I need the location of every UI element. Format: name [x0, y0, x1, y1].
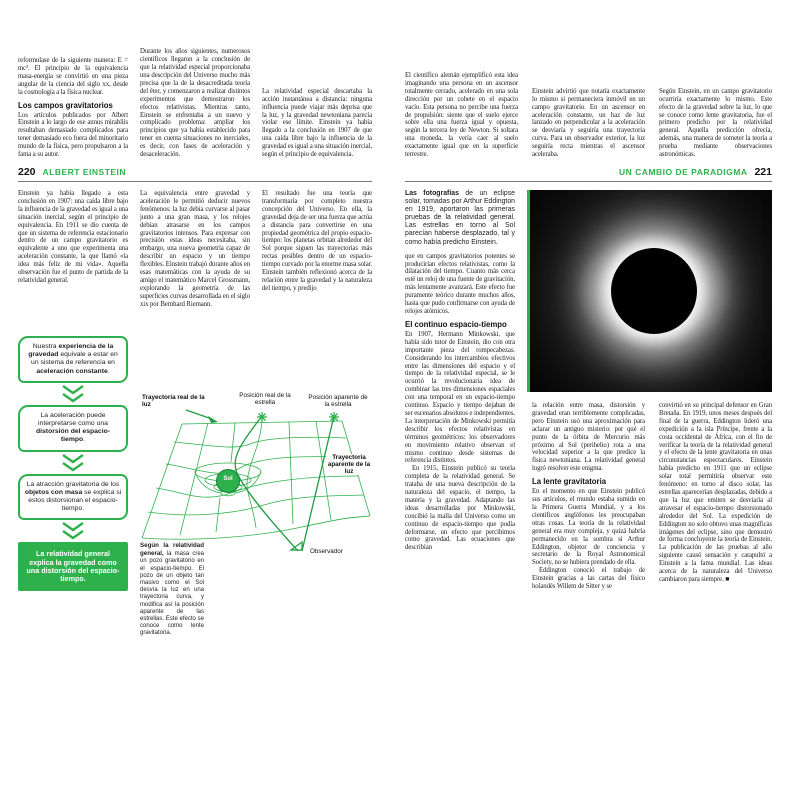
column-1: Las fotografías de un eclipse solar, tom… — [405, 190, 515, 552]
star-icon-real-position — [257, 409, 267, 422]
previous-pages-bottom: reformulase de la siguiente manera: E = … — [0, 0, 790, 161]
flow-arrow-icon — [60, 520, 86, 542]
photo-caption-text: de un eclipse solar, tomadas por Arthur … — [405, 190, 515, 246]
concept-flowchart: Nuestra experiencia de la gravedad equiv… — [18, 336, 128, 592]
column-2: La equivalencia entre gravedad y acelera… — [140, 190, 250, 309]
eclipse-photo-caption: Las fotografías de un eclipse solar, tom… — [405, 190, 515, 247]
column-3: convirtió en su principal defensor en Gr… — [659, 402, 772, 584]
diagram-label-apparent-trajectory: Trayectoria aparente de la luz — [326, 454, 372, 475]
body-text: En 1915, Einstein publicó su teoría comp… — [405, 465, 515, 552]
prev-column-3: La relatividad especial descartaba la ac… — [262, 1, 372, 159]
section-heading-espacio-tiempo: El continuo espacio-tiempo — [405, 319, 507, 329]
spacetime-lensing-diagram: Trayectoria real de la luz Posición real… — [140, 392, 372, 636]
diagram-label-observer: Observador — [310, 548, 343, 555]
body-text: que en campos gravitatorios potentes se … — [405, 252, 515, 315]
flow-box-conclusion: La relatividad general explica la graved… — [18, 542, 128, 592]
page-number: 221 — [754, 166, 772, 178]
flow-arrow-icon — [60, 383, 86, 405]
prev-column-1: reformulase de la siguiente manera: E = … — [18, 1, 128, 159]
body-text: Los artículos publicados por Albert Eins… — [18, 111, 128, 159]
diagram-caption-text: la masa crea un pozo gravitatorio en el … — [140, 551, 204, 636]
column-2: la relación entre masa, distorsión y gra… — [532, 402, 645, 591]
diagram-label-real-position: Posición real de la estrella — [239, 392, 291, 406]
body-text: la relación entre masa, distorsión y gra… — [532, 402, 645, 473]
body-text: convirtió en su principal defensor en Gr… — [659, 402, 772, 583]
body-text: Eddington conoció el trabajo de Einstein… — [532, 567, 645, 591]
chapter-title: ALBERT EINSTEIN — [42, 167, 127, 177]
flow-box-2: La aceleración puede interpretarse como … — [18, 404, 128, 452]
body-text: reformulase de la siguiente manera: E = … — [18, 57, 128, 96]
body-text: En 1907, Hermann Minkowski, que había si… — [405, 330, 515, 465]
diagram-caption-lead: Según la relatividad general, — [140, 542, 204, 558]
flow-box-3: La atracción gravitatoria de los objetos… — [18, 473, 128, 521]
body-text: El resultado fue una teoría que transfor… — [262, 190, 372, 292]
body-text: Durante los años siguientes, numerosos c… — [140, 48, 250, 159]
diagram-caption: Según la relatividad general, la masa cr… — [140, 542, 204, 636]
page-221: UN CAMBIO DE PARADIGMA 221 Las fotografí… — [405, 166, 772, 636]
body-text: La equivalencia entre gravedad y acelera… — [140, 190, 250, 308]
flow-arrow-icon — [60, 452, 86, 474]
column-3: El resultado fue una teoría que transfor… — [262, 190, 372, 293]
star-icon-apparent-position — [329, 409, 339, 422]
diagram-label-sun: Sol — [223, 476, 233, 482]
body-text: El científico alemán ejemplificó esta id… — [405, 72, 518, 159]
prev-column-6: Según Einstein, en un campo gravitatorio… — [659, 1, 772, 159]
running-head-left: 220 ALBERT EINSTEIN — [18, 166, 372, 182]
prev-column-5: Einstein advirtió que notaría exactament… — [532, 1, 645, 159]
photo-green-edge — [527, 190, 530, 392]
page-number: 220 — [18, 166, 36, 178]
running-head-right: UN CAMBIO DE PARADIGMA 221 — [405, 166, 772, 182]
body-text: La relatividad especial descartaba la ac… — [262, 87, 372, 159]
page-221-body: Las fotografías de un eclipse solar, tom… — [405, 190, 772, 636]
page-220-body: Einstein ya había llegado a esta conclus… — [18, 190, 372, 636]
prev-column-2: Durante los años siguientes, numerosos c… — [140, 1, 250, 159]
body-text: En el momento en que Einstein publicó su… — [532, 488, 645, 567]
article-title: UN CAMBIO DE PARADIGMA — [619, 167, 748, 177]
body-text: Einstein advirtió que notaría exactament… — [532, 87, 645, 159]
section-heading-campos-gravitatorios: Los campos gravitatorios — [18, 100, 113, 110]
prev-column-4: El científico alemán ejemplificó esta id… — [405, 1, 518, 159]
flow-box-1: Nuestra experiencia de la gravedad equiv… — [18, 336, 128, 383]
eclipse-photo — [527, 190, 772, 392]
diagram-label-apparent-position: Posición aparente de la estrella — [308, 394, 368, 408]
body-text: Según Einstein, en un campo gravitatorio… — [659, 87, 772, 159]
section-heading-lente-gravitatoria: La lente gravitatoria — [532, 477, 607, 487]
diagram-label-real-trajectory: Trayectoria real de la luz — [142, 394, 205, 408]
column-1: Einstein ya había llegado a esta conclus… — [18, 190, 128, 285]
page-220: 220 ALBERT EINSTEIN Einstein ya había ll… — [18, 166, 372, 636]
eclipse-moon-disk — [611, 248, 698, 334]
photo-caption-lead: Las fotografías — [405, 190, 459, 197]
body-text: Einstein ya había llegado a esta conclus… — [18, 190, 128, 284]
